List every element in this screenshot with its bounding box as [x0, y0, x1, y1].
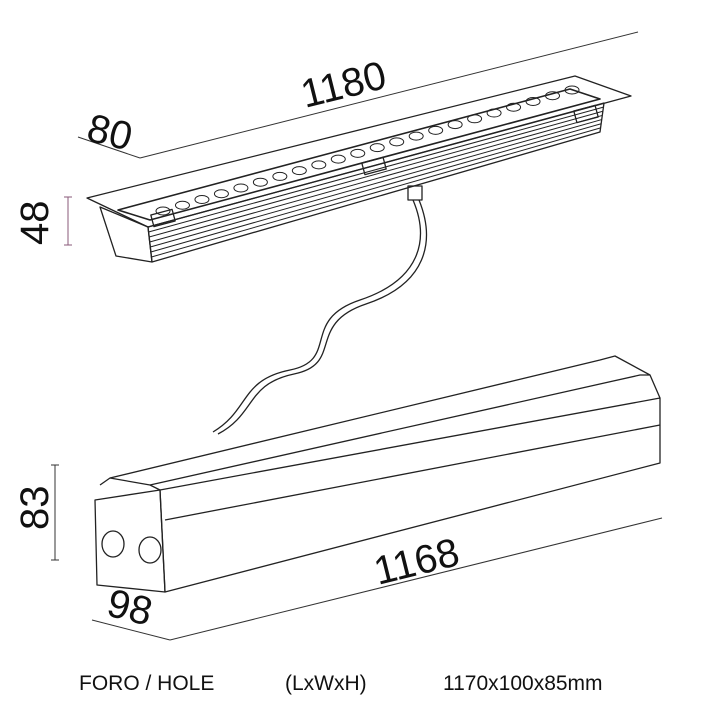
dim-80: 80: [83, 106, 137, 159]
led-lens: [350, 148, 366, 158]
led-lens: [428, 125, 444, 135]
led-lens: [194, 194, 210, 204]
light-fixture: [86, 75, 632, 435]
housing-back-rim: [109, 355, 661, 479]
fixture-rib: [150, 123, 602, 253]
led-lens: [525, 97, 541, 107]
mount-clip: [150, 208, 176, 228]
led-lens: [564, 85, 580, 95]
led-lens: [291, 166, 307, 176]
dim-1180: 1180: [297, 53, 391, 117]
recessed-housing: [94, 355, 661, 593]
housing-inner-edge: [149, 374, 650, 486]
caption-value: 1170x100x85mm: [443, 672, 603, 695]
fixture-ribs: [148, 106, 604, 258]
led-lens: [467, 114, 483, 124]
led-lens: [330, 154, 346, 164]
led-lens: [174, 200, 190, 210]
led-lens: [155, 206, 171, 216]
led-lens: [311, 160, 327, 170]
dim-1168: 1168: [370, 530, 464, 594]
mount-clip: [573, 104, 599, 124]
dim-98: 98: [103, 581, 157, 634]
led-lens: [213, 189, 229, 199]
fixture-rib: [149, 114, 603, 243]
caption-format: (LxWxH): [285, 672, 367, 695]
led-lens: [545, 91, 561, 101]
fixture-rib: [150, 119, 602, 248]
led-lens: [389, 137, 405, 147]
dim-48: 48: [13, 201, 57, 246]
fixture-body-front: [147, 102, 605, 263]
housing-knockout: [101, 530, 125, 558]
fixture-end-face: [99, 206, 153, 263]
housing-front-face: [159, 397, 661, 593]
fixture-rib: [148, 106, 604, 233]
led-row: [155, 85, 580, 216]
fixture-rib: [151, 127, 601, 258]
led-lens: [408, 131, 424, 141]
housing-end-face: [94, 489, 166, 593]
fixture-lens-window: [117, 88, 601, 221]
led-lens: [252, 177, 268, 187]
mount-clip: [361, 156, 387, 176]
led-lens: [447, 120, 463, 130]
led-lens: [272, 171, 288, 181]
led-lens: [506, 102, 522, 112]
caption-label: FORO / HOLE: [79, 672, 215, 695]
fixture-top-plate: [86, 75, 632, 228]
fixture-rib: [149, 110, 603, 238]
led-lens: [486, 108, 502, 118]
led-lens: [233, 183, 249, 193]
housing-inner-edge: [164, 424, 661, 521]
dimension-lines: [51, 31, 663, 641]
dim-83: 83: [13, 486, 57, 531]
housing-knockout: [138, 536, 162, 564]
cable-gland: [407, 185, 423, 201]
cable: [212, 199, 422, 433]
cable: [217, 199, 428, 435]
housing-rim: [99, 477, 161, 491]
led-lens: [369, 143, 385, 153]
